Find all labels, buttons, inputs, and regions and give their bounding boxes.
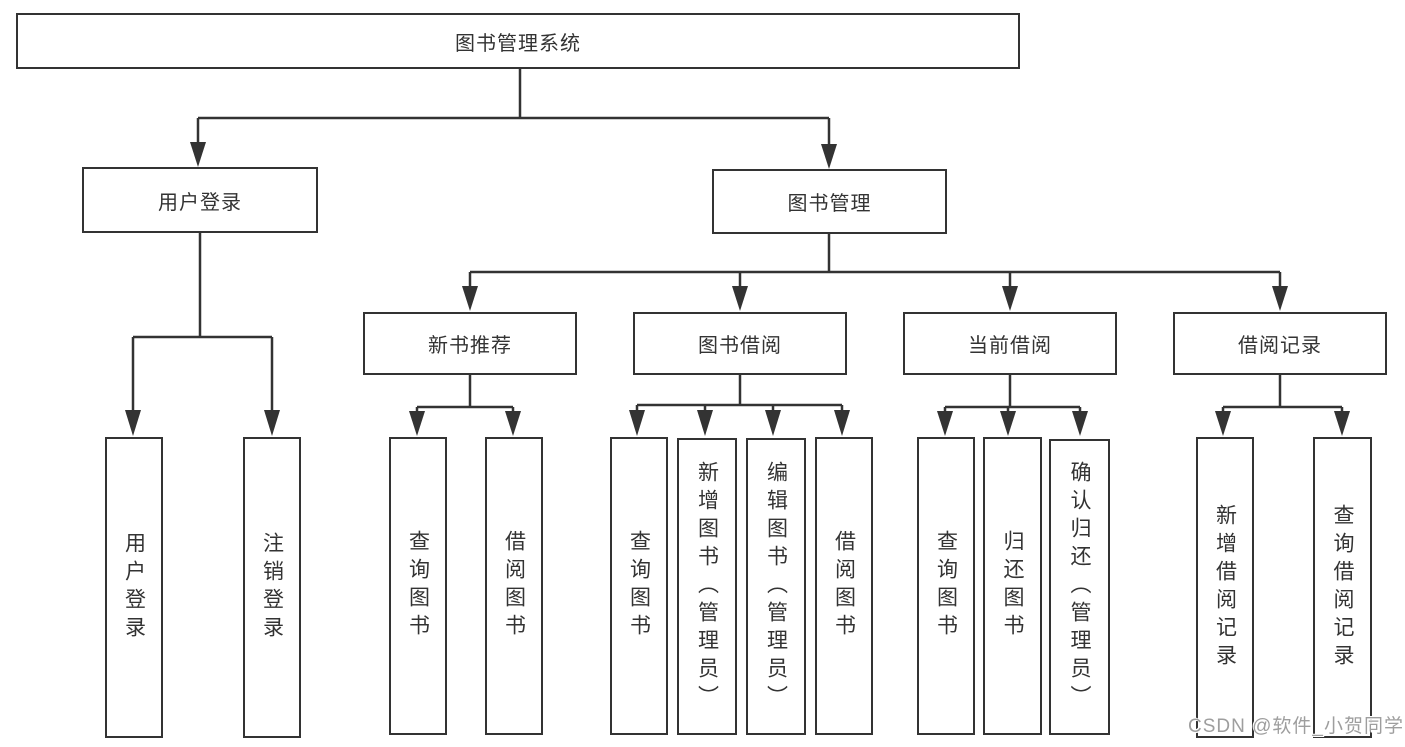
leaf-label: 编辑图书（管理员） [764,460,788,713]
leaf-return-book: 归还图书 [983,437,1042,735]
leaf-query-books-recommend: 查询图书 [389,437,447,735]
node-label: 新书推荐 [428,335,512,357]
node-label: 图书管理 [787,193,872,215]
node-label: 用户登录 [158,191,242,214]
leaf-borrow-books: 借阅图书 [815,437,873,735]
leaf-confirm-return-admin: 确认归还（管理员） [1049,439,1110,735]
node-book-management: 图书管理 [712,169,947,234]
leaf-logout: 注销登录 [243,437,301,738]
node-root: 图书管理系统 [16,13,1020,69]
leaf-label: 归还图书 [1001,530,1024,642]
leaf-user-login: 用户登录 [105,437,163,738]
node-borrowing-records: 借阅记录 [1173,312,1387,375]
node-label: 借阅记录 [1238,335,1322,357]
leaf-query-borrow-record: 查询借阅记录 [1313,437,1372,738]
node-current-borrowing: 当前借阅 [903,312,1117,375]
leaf-edit-book-admin: 编辑图书（管理员） [746,438,806,735]
leaf-add-borrow-record: 新增借阅记录 [1196,437,1254,738]
leaf-label: 借阅图书 [502,530,526,642]
leaf-label: 用户登录 [122,531,146,644]
leaf-label: 新增图书（管理员） [695,460,719,713]
leaf-label: 确认归还（管理员） [1068,461,1091,713]
node-user-login-branch: 用户登录 [82,167,318,233]
node-book-borrowing: 图书借阅 [633,312,847,375]
leaf-label: 查询借阅记录 [1331,503,1354,672]
leaf-label: 新增借阅记录 [1213,503,1237,672]
leaf-label: 查询图书 [406,530,430,642]
leaf-label: 查询图书 [627,530,651,642]
leaf-label: 借阅图书 [832,530,856,642]
node-label: 当前借阅 [968,335,1052,357]
watermark-text: CSDN @软件_小贺同学 [1188,716,1404,737]
leaf-query-books-current: 查询图书 [917,437,975,735]
leaf-borrow-books-recommend: 借阅图书 [485,437,543,735]
leaf-label: 注销登录 [260,531,284,644]
node-root-label: 图书管理系统 [455,32,581,55]
node-new-book-recommend: 新书推荐 [363,312,577,375]
leaf-query-books-borrow: 查询图书 [610,437,668,735]
node-label: 图书借阅 [698,335,782,357]
leaf-add-book-admin: 新增图书（管理员） [677,438,737,735]
leaf-label: 查询图书 [934,530,958,642]
